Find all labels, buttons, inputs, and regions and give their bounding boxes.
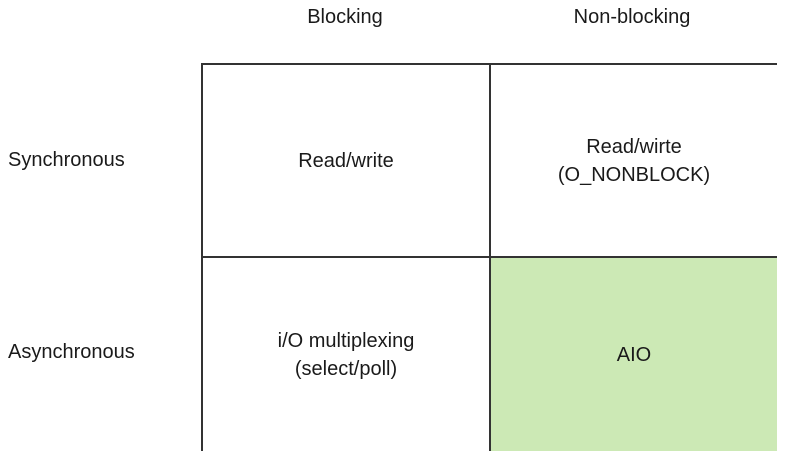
cell-sync-nonblocking: Read/wirte (O_NONBLOCK) [491,65,777,256]
row-header-synchronous: Synchronous [8,149,125,171]
cell-async-blocking-sublabel: (select/poll) [294,357,398,380]
cell-sync-nonblocking-sublabel: (O_NONBLOCK) [557,163,711,186]
row-header-asynchronous: Asynchronous [8,341,135,363]
column-header-nonblocking: Non-blocking [573,6,691,28]
cell-sync-blocking-label: Read/write [298,149,394,172]
cell-async-blocking: i/O multiplexing (select/poll) [203,258,489,451]
column-header-blocking: Blocking [307,6,383,28]
cell-async-nonblocking-label: AIO [616,343,652,366]
cell-async-blocking-label: i/O multiplexing [277,329,415,352]
cell-sync-blocking: Read/write [203,65,489,256]
cell-sync-nonblocking-label: Read/wirte [586,135,682,158]
io-model-matrix: Read/write Read/wirte (O_NONBLOCK) i/O m… [201,63,777,451]
cell-async-nonblocking: AIO [491,258,777,451]
